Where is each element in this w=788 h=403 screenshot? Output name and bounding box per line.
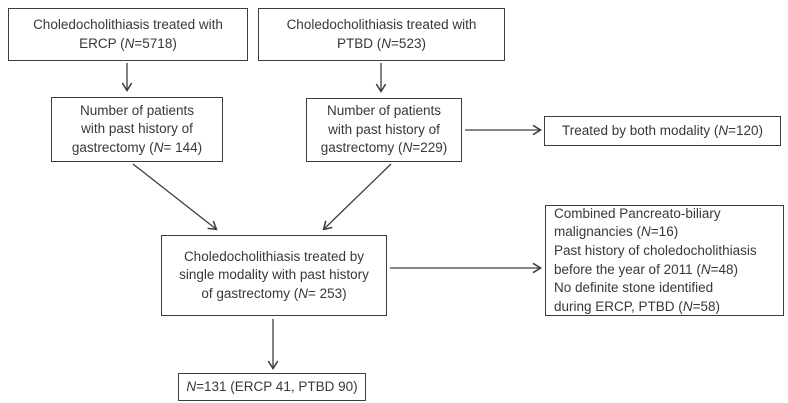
- box-single-modality: Choledocholithiasis treated by single mo…: [161, 235, 387, 316]
- box-both-modality: Treated by both modality (N=120): [544, 116, 781, 146]
- box-exclusions: Combined Pancreato-biliary malignancies …: [545, 205, 784, 316]
- exclusion-item-past-history: Past history of choledocholithiasis befo…: [554, 242, 757, 277]
- exclusion-item-no-stone: No definite stone identified during ERCP…: [554, 280, 720, 314]
- exclusion-item-malignancies: Combined Pancreato-biliary malignancies …: [554, 205, 721, 240]
- box-ercp-gastrectomy-label: Number of patients with past history of …: [71, 102, 203, 155]
- box-ptbd-total: Choledocholithiasis treated with PTBD (N…: [258, 8, 505, 61]
- arrow-ptbd-gastrectomy-to-single-modality: [322, 163, 392, 231]
- box-single-modality-label: Choledocholithiasis treated by single mo…: [179, 248, 369, 301]
- box-ercp-total-label: Choledocholithiasis treated with ERCP (N…: [33, 16, 223, 51]
- box-ptbd-total-label: Choledocholithiasis treated with PTBD (N…: [286, 16, 477, 51]
- box-final-result: N=131 (ERCP 41, PTBD 90): [178, 373, 366, 401]
- box-final-result-label: N=131 (ERCP 41, PTBD 90): [186, 378, 358, 394]
- box-ptbd-gastrectomy-label: Number of patients with past history of …: [320, 103, 448, 156]
- box-ercp-gastrectomy: Number of patients with past history of …: [51, 97, 223, 162]
- box-both-modality-label: Treated by both modality (N=120): [562, 122, 763, 138]
- arrow-ercp-gastrectomy-to-single-modality: [132, 163, 218, 231]
- box-ercp-total: Choledocholithiasis treated with ERCP (N…: [8, 8, 248, 61]
- box-ptbd-gastrectomy: Number of patients with past history of …: [306, 98, 462, 162]
